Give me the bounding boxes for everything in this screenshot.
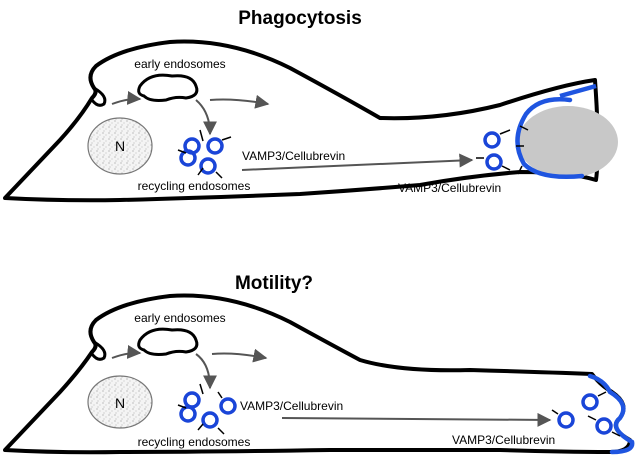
recycling-endosomes-label: recycling endosomes [138,435,251,449]
membrane-pocket [90,86,107,107]
vamp-spikes [177,383,225,435]
phagocytic-cup-tip [559,83,597,99]
front-vesicles [483,131,503,171]
early-endosome [137,73,199,102]
arrow-early-to-recycling [195,353,217,390]
panel-title: Phagocytosis [238,8,362,29]
transport-arrow [281,412,552,427]
panel-title: Motility? [235,273,313,294]
arrow-early-out [211,348,268,363]
vamp-label-center: VAMP3/Cellubrevin [240,399,343,413]
front-vesicles [557,393,613,435]
nucleus-label: N [115,138,125,154]
recycling-endosome-cluster [179,391,237,429]
nucleus [87,117,153,175]
recycling-endosomes-label: recycling endosomes [138,179,251,193]
phagocytic-cup-membrane [515,97,585,179]
arrow-early-out [209,94,270,109]
transport-arrow [241,153,474,171]
arrow-early-to-recycling [195,99,217,136]
cell-outline [3,293,632,455]
early-endosomes-label: early endosomes [134,57,225,71]
panel-phagocytosis: Phagocytosis N early endosomes VAMP [3,8,618,203]
cell-outline [3,39,600,203]
leading-edge-membrane [587,373,635,455]
vamp-label-center: VAMP3/Cellubrevin [242,149,345,163]
vamp-label-front: VAMP3/Cellubrevin [398,181,501,195]
arrow-to-early [111,344,142,359]
membrane-pocket [90,340,107,361]
early-endosomes-label: early endosomes [134,311,225,325]
recycling-endosome-cluster [179,137,224,175]
vamp-spikes [177,129,232,179]
early-endosome [137,327,199,356]
nucleus-label: N [115,395,125,411]
panel-motility: Motility? N early endosomes VAMP3/Cellub… [3,273,635,455]
arrow-to-early [111,90,142,105]
vamp-label-front: VAMP3/Cellubrevin [452,433,555,447]
nucleus [87,375,153,429]
phagocytosed-particle [518,106,618,178]
